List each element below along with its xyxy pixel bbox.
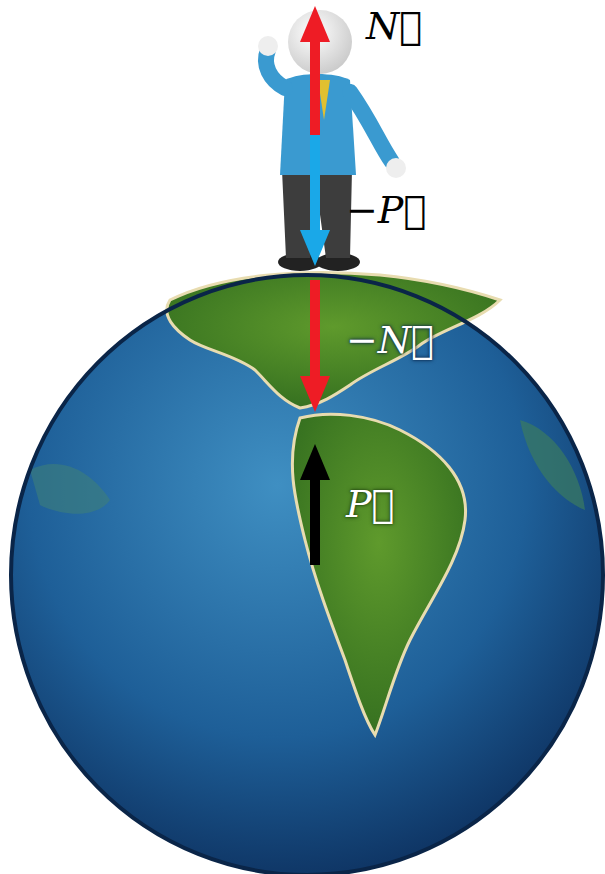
vector-label: −N⃗ — [346, 318, 434, 364]
earth — [11, 272, 603, 874]
vector-arrow-minus-n — [300, 280, 330, 412]
vector-arrow-minus-p — [300, 135, 330, 266]
vector-label: −P⃗ — [346, 188, 426, 234]
vector-label: N⃗ — [366, 4, 422, 50]
vector-arrow-n — [300, 6, 330, 135]
vector-arrow-p — [300, 444, 330, 565]
vector-label: P⃗ — [346, 482, 394, 528]
